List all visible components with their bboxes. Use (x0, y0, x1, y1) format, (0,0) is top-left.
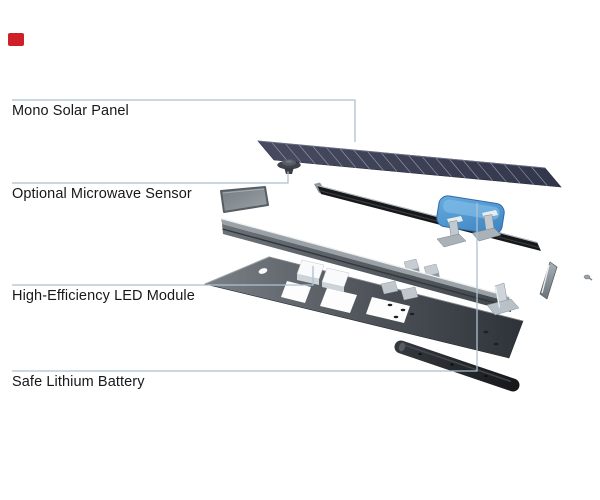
led-block (321, 267, 350, 292)
led-slot (281, 281, 311, 303)
plate-holes (387, 303, 499, 346)
leader-line-microwave-sensor (12, 171, 289, 184)
solar-panel-cells (271, 142, 548, 186)
microwave-sensor-part (277, 159, 301, 174)
leader-line-lithium-battery (12, 203, 478, 372)
label-safe-lithium-battery: Safe Lithium Battery (12, 374, 145, 390)
led-slot (320, 288, 357, 313)
solar-panel-edge-highlight (257, 140, 546, 169)
battery-bracket-right (471, 210, 502, 242)
tube-holes (418, 352, 488, 378)
led-slot (366, 297, 410, 323)
housing-end-bracket (486, 282, 520, 316)
screw-part (583, 274, 593, 281)
label-mono-solar-panel: Mono Solar Panel (12, 103, 129, 119)
end-cap-right-part (539, 261, 558, 300)
led-module-part (204, 256, 524, 359)
leader-line-led-module (12, 266, 314, 286)
label-high-efficiency-led-module: High-Efficiency LED Module (12, 288, 195, 304)
solar-panel-part (257, 140, 562, 188)
brand-logo (8, 33, 24, 46)
end-cap-left-part (220, 186, 269, 213)
lamp-housing-bar-part (220, 217, 511, 312)
battery-tube-part (394, 340, 520, 392)
label-optional-microwave-sensor: Optional Microwave Sensor (12, 186, 192, 202)
mounting-rail-part (314, 182, 541, 251)
leader-line-solar-panel (12, 99, 356, 142)
battery-bracket-left (436, 216, 467, 248)
